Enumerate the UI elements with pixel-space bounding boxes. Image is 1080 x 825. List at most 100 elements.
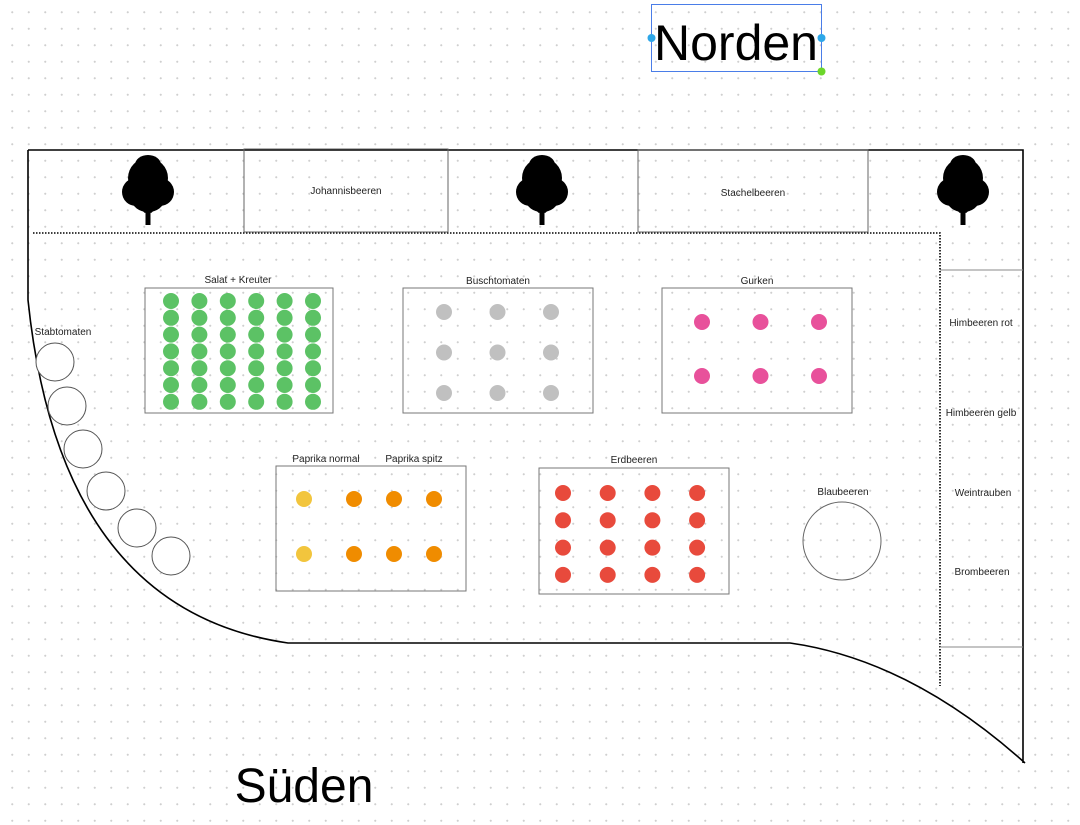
paprika-spitz-plant[interactable] — [426, 546, 442, 562]
buschtomate-plant[interactable] — [436, 385, 452, 401]
salat-plant[interactable] — [191, 393, 208, 410]
johannisbeeren-bed[interactable] — [243, 148, 449, 233]
salat-plant[interactable] — [219, 393, 236, 410]
gurken-plant[interactable] — [752, 368, 769, 384]
salat-plant[interactable] — [248, 393, 265, 410]
erdbeer-plant[interactable] — [599, 512, 616, 529]
salat-plant[interactable] — [219, 293, 236, 309]
paprika-normal-plant[interactable] — [296, 491, 312, 507]
salat-plant[interactable] — [276, 309, 293, 326]
salat-plant[interactable] — [305, 393, 321, 410]
salat-plant[interactable] — [191, 360, 208, 377]
buschtomaten-bed[interactable] — [402, 287, 594, 414]
resize-handle-left[interactable] — [647, 34, 656, 42]
salat-plant[interactable] — [305, 309, 321, 326]
gurken-plant[interactable] — [811, 314, 827, 330]
buschtomate-plant[interactable] — [489, 344, 506, 361]
erdbeer-plant[interactable] — [689, 485, 706, 501]
gurken-plant[interactable] — [752, 314, 769, 330]
erdbeer-plant[interactable] — [644, 566, 661, 583]
blaubeeren-bush[interactable] — [802, 501, 882, 581]
gurken-plant[interactable] — [694, 368, 710, 384]
salat-plant[interactable] — [163, 309, 179, 326]
salat-plant[interactable] — [305, 377, 321, 393]
buschtomate-plant[interactable] — [543, 385, 559, 401]
buschtomate-plant[interactable] — [489, 304, 506, 320]
salat-plant[interactable] — [163, 343, 179, 360]
erdbeer-plant[interactable] — [644, 539, 661, 556]
paprika-bed[interactable] — [275, 465, 467, 592]
paprika-normal-plant[interactable] — [296, 546, 312, 562]
erdbeer-plant[interactable] — [689, 512, 706, 529]
salat-plant[interactable] — [191, 343, 208, 360]
paprika-spitz-plant[interactable] — [426, 491, 442, 507]
stabtomate-plant[interactable] — [47, 386, 87, 426]
buschtomate-plant[interactable] — [543, 344, 559, 361]
buschtomate-plant[interactable] — [489, 385, 506, 401]
salat-plant[interactable] — [163, 393, 179, 410]
buschtomate-plant[interactable] — [543, 304, 559, 320]
salat-plant[interactable] — [163, 360, 179, 377]
salat-plant[interactable] — [305, 326, 321, 343]
erdbeer-plant[interactable] — [555, 485, 571, 501]
salat-plant[interactable] — [219, 343, 236, 360]
salat-plant[interactable] — [248, 360, 265, 377]
erdbeer-plant[interactable] — [644, 485, 661, 501]
erdbeer-plant[interactable] — [644, 512, 661, 529]
salat-plant[interactable] — [191, 326, 208, 343]
paprika-spitz-plant[interactable] — [386, 491, 402, 507]
erdbeer-plant[interactable] — [555, 566, 571, 583]
buschtomate-plant[interactable] — [436, 344, 452, 361]
stabtomate-plant[interactable] — [63, 429, 103, 469]
salat-plant[interactable] — [248, 293, 265, 309]
gurken-plant[interactable] — [694, 314, 710, 330]
paprika-spitz-plant[interactable] — [346, 546, 362, 562]
gurken-bed[interactable] — [661, 287, 853, 414]
stachelbeeren-bed[interactable] — [637, 149, 869, 233]
salat-plant[interactable] — [276, 393, 293, 410]
south-label[interactable]: Süden — [235, 760, 374, 813]
rotate-handle[interactable] — [817, 67, 826, 76]
erdbeer-plant[interactable] — [689, 566, 706, 583]
salat-plant[interactable] — [219, 326, 236, 343]
erdbeer-plant[interactable] — [599, 539, 616, 556]
salat-plant[interactable] — [305, 343, 321, 360]
salat-plant[interactable] — [276, 293, 293, 309]
salat-plant[interactable] — [248, 377, 265, 393]
salat-plant[interactable] — [276, 326, 293, 343]
paprika-spitz-plant[interactable] — [386, 546, 402, 562]
stabtomate-plant[interactable] — [35, 342, 75, 382]
salat-plant[interactable] — [276, 377, 293, 393]
salat-plant[interactable] — [163, 293, 179, 309]
salat-plant[interactable] — [191, 293, 208, 309]
salat-plant[interactable] — [248, 326, 265, 343]
salat-plant[interactable] — [191, 309, 208, 326]
north-label[interactable]: Norden — [654, 15, 818, 71]
stabtomate-plant[interactable] — [151, 536, 191, 576]
salat-plant[interactable] — [305, 360, 321, 377]
salat-plant[interactable] — [276, 360, 293, 377]
salat-plant[interactable] — [219, 309, 236, 326]
gurken-plant[interactable] — [811, 368, 827, 384]
salat-plant[interactable] — [163, 377, 179, 393]
salat-plant[interactable] — [248, 309, 265, 326]
salat-plant[interactable] — [163, 326, 179, 343]
paprika-spitz-plant[interactable] — [346, 491, 362, 507]
salat-plant[interactable] — [191, 377, 208, 393]
erdbeer-plant[interactable] — [599, 485, 616, 501]
salat-plant[interactable] — [305, 293, 321, 309]
stabtomate-plant[interactable] — [86, 471, 126, 511]
erdbeer-plant[interactable] — [555, 539, 571, 556]
salat-plant[interactable] — [219, 360, 236, 377]
erdbeer-plant[interactable] — [689, 539, 706, 556]
resize-handle-right[interactable] — [817, 34, 826, 42]
erdbeer-plant[interactable] — [599, 566, 616, 583]
erdbeer-plant[interactable] — [555, 512, 571, 529]
salat-plant[interactable] — [276, 343, 293, 360]
erdbeeren-bed[interactable] — [538, 467, 730, 595]
stabtomate-plant[interactable] — [117, 508, 157, 548]
salat-bed[interactable] — [144, 287, 334, 414]
salat-plant[interactable] — [219, 377, 236, 393]
buschtomate-plant[interactable] — [436, 304, 452, 320]
salat-plant[interactable] — [248, 343, 265, 360]
